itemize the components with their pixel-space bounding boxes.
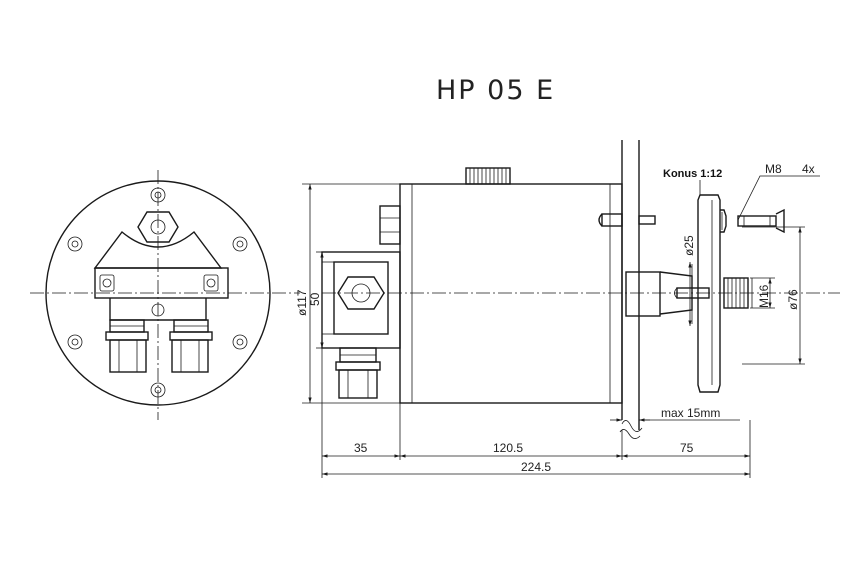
bolt-thread-label: M8: [765, 162, 782, 176]
drawing-title: HP 05 E: [436, 75, 555, 106]
dim-120-5-label: 120.5: [493, 441, 523, 455]
shaft-dia-label: ø25: [682, 235, 696, 256]
konus-label: Konus 1:12: [663, 168, 722, 180]
bottom-fitting: [335, 347, 381, 399]
mounting-plate: [619, 140, 643, 439]
height-50-label: 50: [308, 292, 322, 306]
dim-75-label: 75: [680, 441, 694, 455]
dia-76-label: ø76: [786, 289, 800, 310]
right-fitting: [169, 319, 213, 373]
front-view: [30, 170, 300, 420]
bolt-count-label: 4x: [802, 162, 815, 176]
top-knob: [465, 167, 511, 185]
valve-block: [321, 251, 401, 349]
left-fitting: [105, 319, 149, 373]
dim-total-label: 224.5: [521, 460, 551, 474]
motor-body: [399, 183, 623, 404]
front-flange-circle: [45, 180, 271, 406]
dia-117-label: ø117: [295, 289, 309, 316]
max-travel-label: max 15mm: [661, 406, 720, 420]
bolt-holes: [67, 187, 248, 398]
coupling-flange: [697, 194, 727, 393]
thread-m16-label: M16: [757, 284, 771, 308]
side-view: [302, 140, 840, 478]
dim-35-label: 35: [354, 441, 368, 455]
